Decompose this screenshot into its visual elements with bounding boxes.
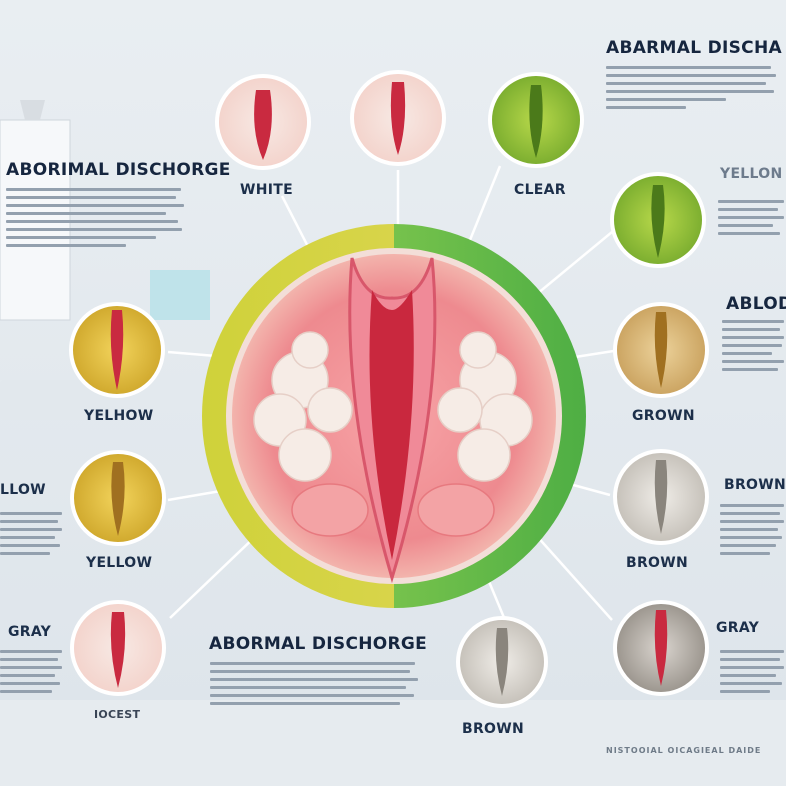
label-yellow-left-1: YELHOW [84,408,154,424]
white-discharge [253,331,533,482]
text-block-bottom-center [210,662,420,710]
heading-left: ABORIMAL DISCHORGE [6,160,231,180]
text-block-left-3 [0,650,64,698]
label-white: WHITE [240,182,293,198]
text-block-top-right [606,66,781,114]
label-brown-mid: BROWN [626,555,689,571]
label-gray-left: GRAY [8,624,52,640]
label-llow-edge: LLOW [0,482,46,498]
label-bottom-left-mark: IOCEST [94,708,141,721]
label-yellon-right: YELLON [720,166,783,182]
heading-top-right: ABARMAL DISCHA [606,38,782,58]
label-gray-right: GRAY [716,620,760,636]
text-block-left-2 [0,512,64,560]
label-brown-bottom: BROWN [462,721,525,737]
heading-bottom-center: ABORMAL DISCHORGE [209,634,428,654]
text-block-left [6,188,186,252]
text-block-right-4 [720,650,786,698]
label-brown-edge: BROWN [724,477,786,493]
label-yellow-left-2: YELLOW [86,555,153,571]
text-block-right-3 [720,504,786,560]
heading-right-mid: ABLOD [726,294,786,314]
label-grown: GROWN [632,408,695,424]
label-clear: CLEAR [514,182,566,198]
text-block-right-2 [722,320,786,376]
footer-text: NISTOOIAL OICAGIEAL DAIDE [606,746,762,755]
text-block-right-1 [718,200,786,240]
